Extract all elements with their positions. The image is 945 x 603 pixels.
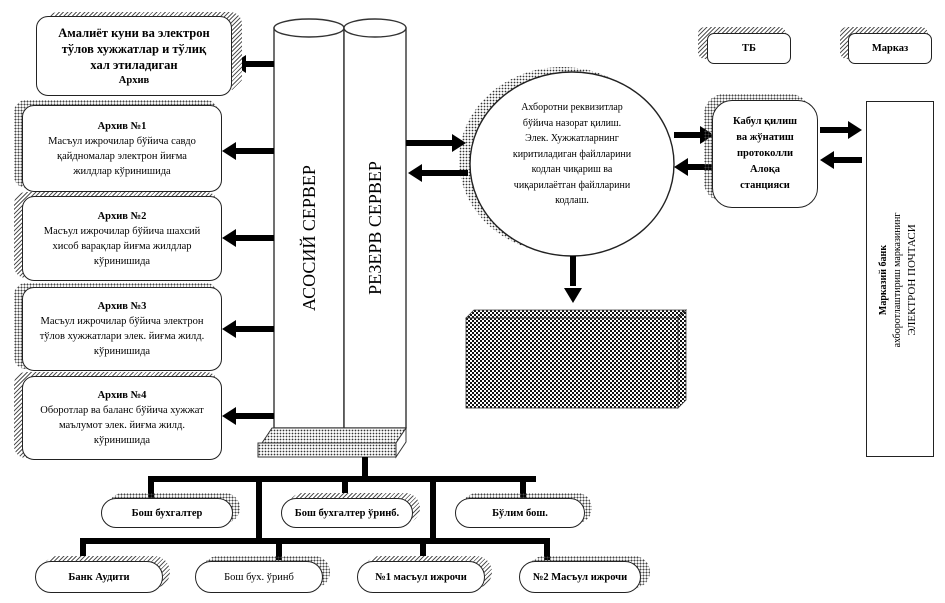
archive-main-line: Архив <box>118 74 150 86</box>
archive-main-box[interactable]: Амалиёт куни ва электрон тўлов хужжатлар… <box>36 16 232 96</box>
email-line-3: ЭЛЕКТРОН ПОЧТАСИ <box>906 224 918 336</box>
control-circle-text: Ахборотни реквизитлар бўйича назорат қил… <box>492 100 652 209</box>
archive-3-title: Архив №3 <box>97 301 147 312</box>
archive-4-title: Архив №4 <box>97 390 147 401</box>
archive-3-line: тўлов хужжатлари элек. йиғма жилд. <box>39 331 205 342</box>
archive-4-line: кўринишида <box>93 435 151 446</box>
email-box[interactable] <box>866 101 934 457</box>
circle-line: Ахборотни реквизитлар <box>521 102 623 113</box>
archive-main-line: тўлов хужжатлар и тўлиқ <box>61 41 207 56</box>
markaz-box[interactable]: Марказ <box>848 33 932 64</box>
org-tree-lines <box>80 457 550 560</box>
email-line-2: ахборотлаштириш марказининг <box>892 212 903 348</box>
archive-2-title: Архив №2 <box>97 210 147 222</box>
circle-line: чиқарилаётган файлларини <box>513 179 631 191</box>
org-chief-accountant[interactable]: Бош бухгалтер <box>101 498 233 528</box>
org-deputy-chief-accountant[interactable]: Бош бухгалтер ўринб. <box>281 498 413 528</box>
org-label: №1 масъул ижрочи <box>375 571 467 583</box>
archive-2-box[interactable]: Архив №2 Масъул ижрочилар бўйича шахсий … <box>22 196 222 281</box>
org-executor-2[interactable]: №2 Масъул ижрочи <box>519 561 641 593</box>
org-label: №2 Масъул ижрочи <box>532 571 628 583</box>
org-deputy-chief[interactable]: Бош бух. ўринб <box>195 561 323 593</box>
archive-1-line: қайдномалар электрон йиғма <box>57 150 187 162</box>
archive-1-line: жилдлар кўринишида <box>73 165 171 177</box>
tb-label: ТБ <box>742 43 756 54</box>
station-line: Алоқа <box>749 164 781 175</box>
archive-3-box[interactable]: Архив №3 Масъул ижрочилар бўйича электро… <box>22 287 222 371</box>
circle-line: киритиладиган файлларини <box>512 148 632 160</box>
archive-1-line: Масъул ижрочилар бўйича савдо <box>48 135 196 147</box>
org-label: Бош бух. ўринб <box>224 571 294 583</box>
email-line-1: Марказий банк <box>878 244 889 316</box>
org-label: Бош бухгалтер ўринб. <box>294 507 400 519</box>
arrow-to-archive-4 <box>222 407 274 425</box>
reserve-server-cylinder <box>343 18 407 429</box>
reserve-server-label: РЕЗЕРВ СЕРВЕР <box>365 161 385 295</box>
station-line: Кабул қилиш <box>733 116 797 127</box>
archive-3-line: кўринишида <box>93 346 151 357</box>
archive-1-title: Архив №1 <box>97 120 147 132</box>
org-department-head[interactable]: Бўлим бош. <box>455 498 585 528</box>
arrow-circle-to-storage <box>564 256 582 303</box>
circle-line: Элек. Хужжатларнинг <box>525 133 619 144</box>
arrow-to-archive-3 <box>222 320 274 338</box>
archive-2-line: Масъул ижрочилар бўйича шахсий <box>43 225 201 237</box>
station-line: станцияси <box>740 180 790 191</box>
archive-4-line: маълумот элек. йиғма жилд. <box>58 420 186 431</box>
arrow-circle-to-server <box>408 164 468 182</box>
org-label: Банк Аудити <box>68 571 130 583</box>
archive-4-line: Оборотлар ва баланс бўйича хужжат <box>40 405 204 416</box>
org-executor-1[interactable]: №1 масъул ижрочи <box>357 561 485 593</box>
arrow-server-to-circle <box>406 134 466 152</box>
circle-line: кодлаш. <box>555 195 589 206</box>
arrow-to-archive-2 <box>222 229 274 247</box>
archive-3-line: Масъул ижрочилар бўйича электрон <box>40 316 204 327</box>
org-label: Бўлим бош. <box>492 507 548 519</box>
arrow-email-to-station <box>820 151 862 169</box>
main-server-cylinder <box>273 18 345 429</box>
circle-line: кодлан чиқариш ва <box>531 164 613 175</box>
arrow-to-archive-1 <box>222 142 274 160</box>
server-base <box>257 426 407 459</box>
main-server-label: АСОСИЙ СЕРВЕР <box>299 165 319 311</box>
archive-1-box[interactable]: Архив №1 Масъул ижрочилар бўйича савдо қ… <box>22 105 222 192</box>
arrow-station-to-circle <box>674 158 714 176</box>
station-box[interactable]: Кабул қилиш ва жўнатиш протоколли Алоқа … <box>712 100 818 208</box>
archive-2-line: кўринишида <box>93 255 151 267</box>
circle-line: бўйича назорат қилиш. <box>522 117 622 129</box>
org-label: Бош бухгалтер <box>131 507 203 519</box>
station-line: протоколли <box>736 148 794 159</box>
archive-2-line: хисоб варақлар йиғма жилдлар <box>52 240 192 252</box>
arrow-station-to-email <box>820 121 862 139</box>
archive-4-box[interactable]: Архив №4 Оборотлар ва баланс бўйича хужж… <box>22 376 222 460</box>
archive-main-line: хал этиладиган <box>90 57 178 72</box>
markaz-label: Марказ <box>871 43 909 54</box>
org-bank-audit[interactable]: Банк Аудити <box>35 561 163 593</box>
archive-main-line: Амалиёт куни ва электрон <box>58 25 210 40</box>
storage-box <box>465 309 687 409</box>
station-line: ва жўнатиш <box>736 132 794 143</box>
tb-box[interactable]: ТБ <box>707 33 791 64</box>
email-text: Марказий банк ахборотлаштириш марказинин… <box>877 130 923 430</box>
